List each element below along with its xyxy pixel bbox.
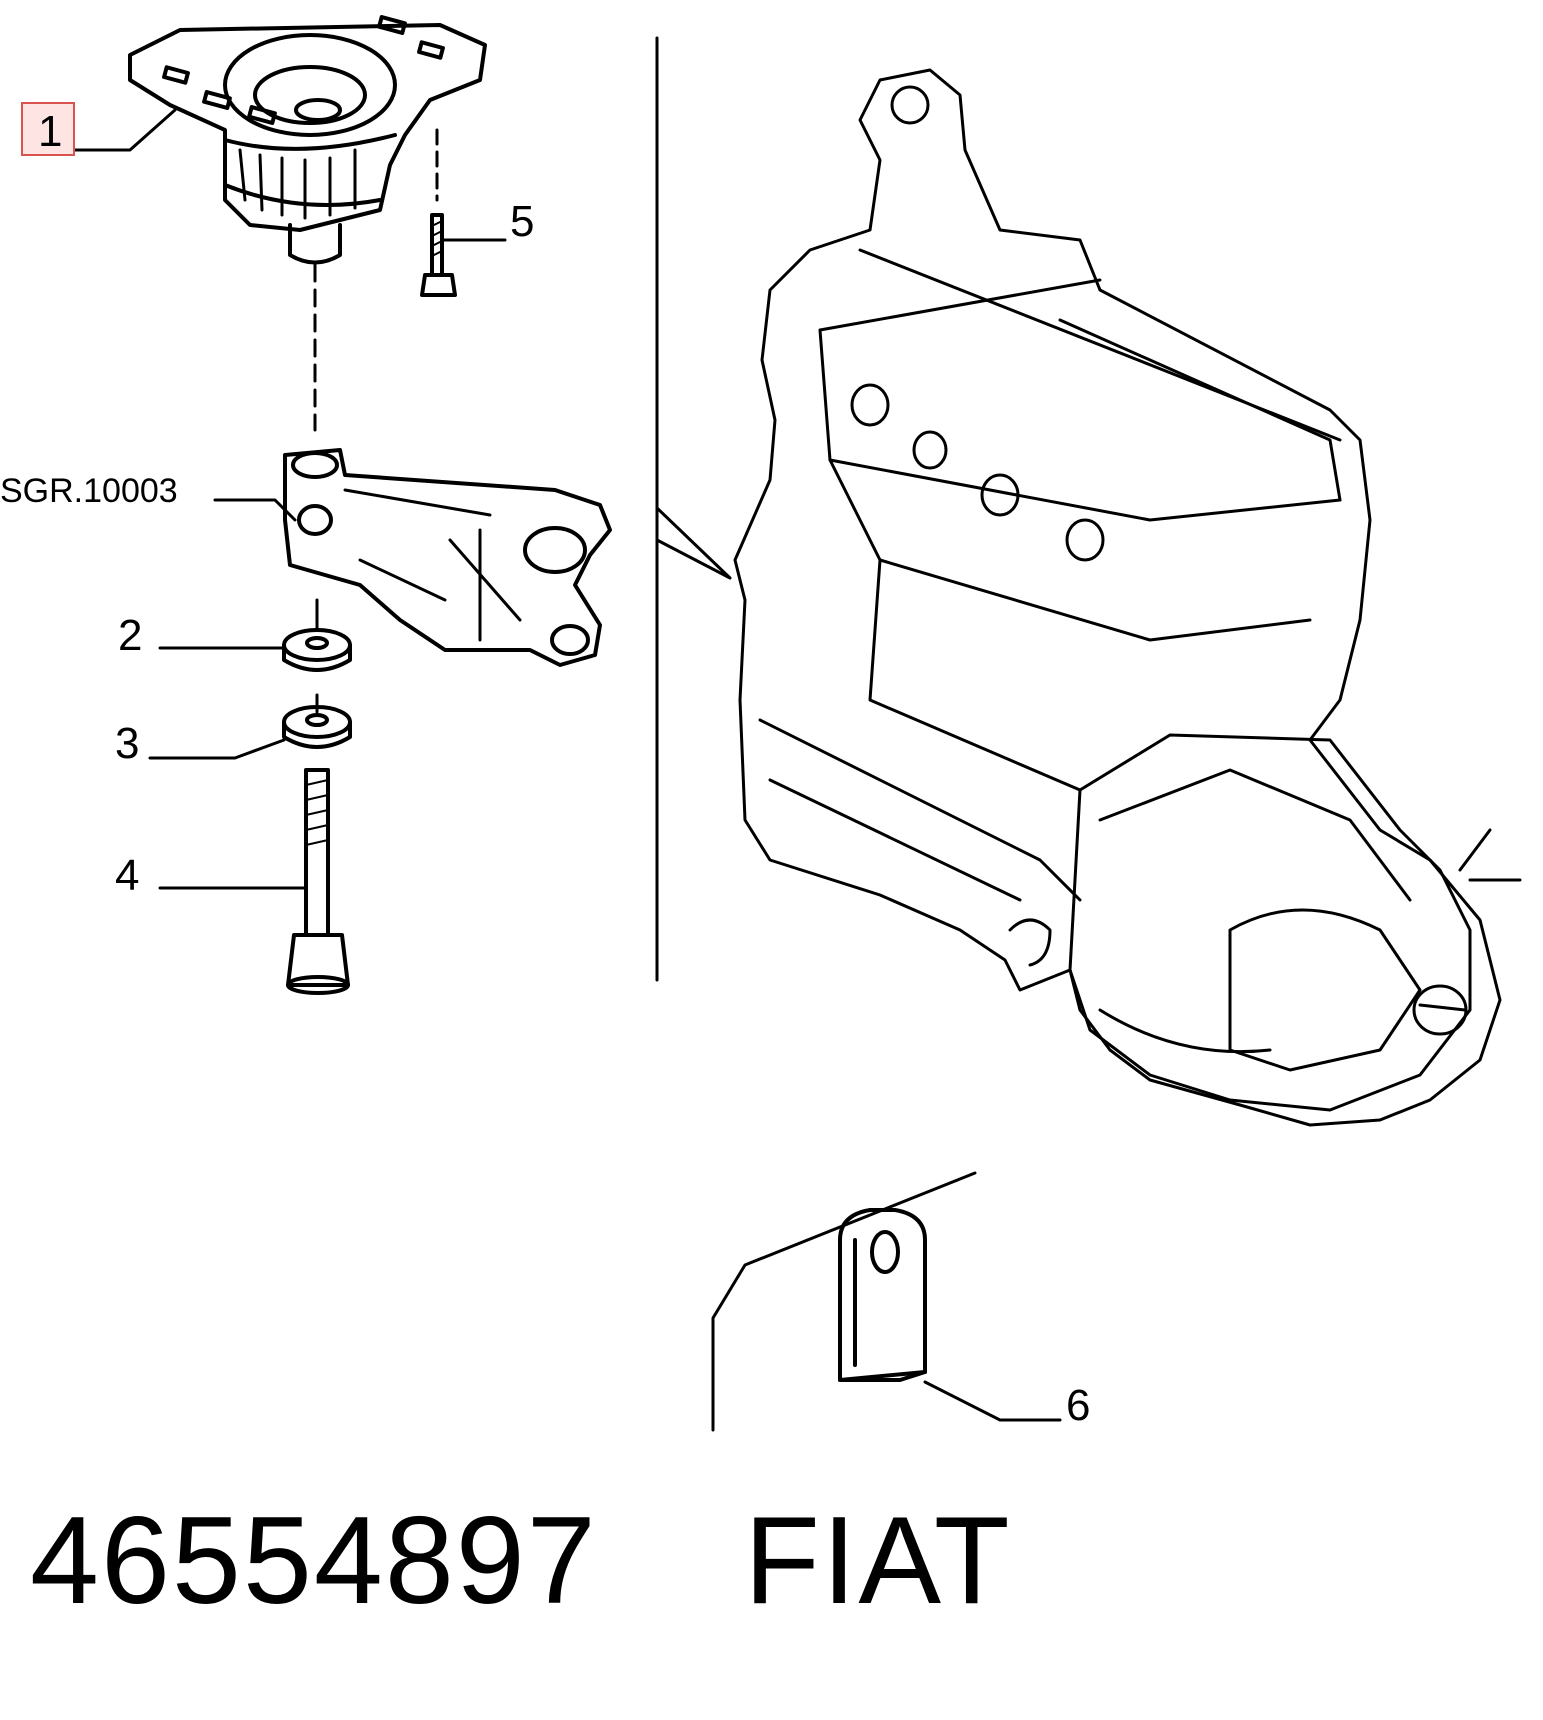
callout-6[interactable]: 6 bbox=[1066, 1381, 1090, 1430]
bolt-4-part[interactable] bbox=[286, 768, 350, 995]
engine-assembly[interactable] bbox=[733, 68, 1522, 1127]
pointer-arrow bbox=[655, 506, 732, 580]
callout-1[interactable]: 1 bbox=[38, 107, 62, 156]
brand-name: FIAT bbox=[744, 1492, 1012, 1630]
callout-5[interactable]: 5 bbox=[510, 197, 534, 246]
leader-line-1 bbox=[68, 108, 177, 152]
callout-1-highlight bbox=[21, 102, 75, 156]
subsection-line bbox=[711, 1171, 977, 1432]
leader-line-ref bbox=[213, 498, 297, 522]
tab-6-part[interactable] bbox=[838, 1208, 927, 1382]
footer-caption: 46554897 FIAT bbox=[30, 1490, 1012, 1632]
bolt-5-part[interactable] bbox=[420, 213, 457, 297]
leader-line-6 bbox=[923, 1380, 1062, 1422]
callout-ref[interactable]: SGR.10003 bbox=[0, 472, 178, 510]
callout-4[interactable]: 4 bbox=[115, 851, 139, 900]
callout-3[interactable]: 3 bbox=[115, 719, 139, 768]
part-number: 46554897 bbox=[30, 1492, 598, 1630]
bracket-part[interactable] bbox=[283, 448, 612, 667]
callout-2[interactable]: 2 bbox=[118, 611, 142, 660]
leader-line-3 bbox=[148, 738, 286, 760]
engine-mount-part[interactable] bbox=[128, 15, 487, 265]
washer-2-part[interactable] bbox=[282, 628, 352, 672]
